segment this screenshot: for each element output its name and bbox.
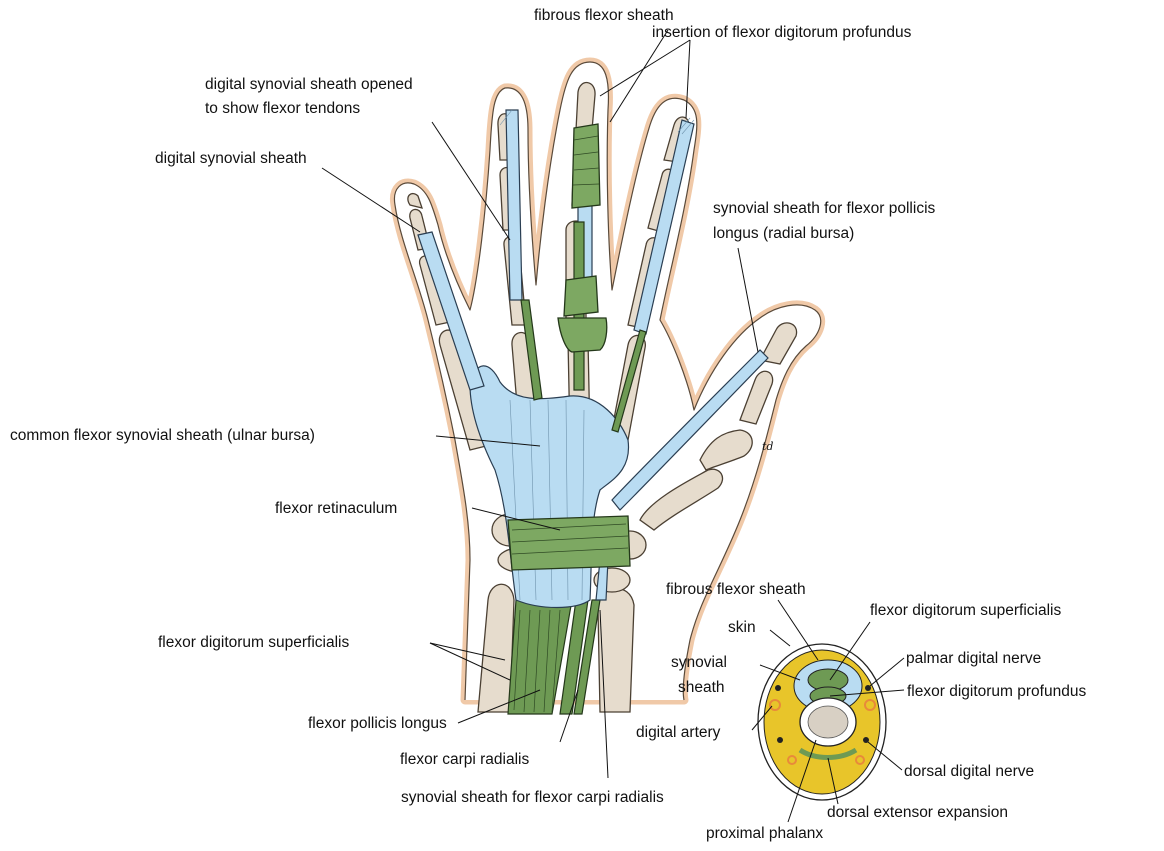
flexor-retinaculum-band bbox=[508, 516, 630, 570]
label-section-synovial-2: sheath bbox=[678, 679, 725, 696]
label-fcr-sheath: synovial sheath for flexor carpi radiali… bbox=[401, 789, 664, 806]
label-fpl: flexor pollicis longus bbox=[308, 715, 447, 732]
dorsal-nerve-left bbox=[777, 737, 783, 743]
label-section-dorsal-extensor-expansion: dorsal extensor expansion bbox=[827, 804, 1008, 821]
label-section-digital-artery: digital artery bbox=[636, 724, 721, 741]
label-section-skin: skin bbox=[728, 619, 756, 636]
label-digital-sheath-opened-2: to show flexor tendons bbox=[205, 100, 360, 117]
palmar-nerve-left bbox=[775, 685, 781, 691]
label-section-fibrous-flexor-sheath: fibrous flexor sheath bbox=[666, 581, 806, 598]
label-section-fds: flexor digitorum superficialis bbox=[870, 602, 1061, 619]
label-digital-sheath-opened-1: digital synovial sheath opened bbox=[205, 76, 413, 93]
label-insertion-fdp: insertion of flexor digitorum profundus bbox=[652, 24, 912, 41]
section-marrow bbox=[808, 706, 848, 738]
finger-cross-section bbox=[758, 644, 886, 800]
label-ulnar-bursa: common flexor synovial sheath (ulnar bur… bbox=[10, 427, 315, 444]
label-section-synovial-1: synovial bbox=[671, 654, 727, 671]
label-radial-bursa-1: synovial sheath for flexor pollicis bbox=[713, 200, 936, 217]
label-radial-bursa-2: longus (radial bursa) bbox=[713, 225, 854, 242]
label-digital-synovial-sheath: digital synovial sheath bbox=[155, 150, 307, 167]
label-section-palmar-digital-nerve: palmar digital nerve bbox=[906, 650, 1041, 667]
label-flexor-retinaculum: flexor retinaculum bbox=[275, 500, 397, 517]
label-section-dorsal-digital-nerve: dorsal digital nerve bbox=[904, 763, 1034, 780]
label-section-fdp: flexor digitorum profundus bbox=[907, 683, 1086, 700]
label-fibrous-flexor-sheath: fibrous flexor sheath bbox=[534, 7, 674, 24]
label-section-proximal-phalanx: proximal phalanx bbox=[706, 825, 823, 842]
label-fds: flexor digitorum superficialis bbox=[158, 634, 349, 651]
artist-signature: td bbox=[762, 440, 773, 453]
label-fcr: flexor carpi radialis bbox=[400, 751, 529, 768]
